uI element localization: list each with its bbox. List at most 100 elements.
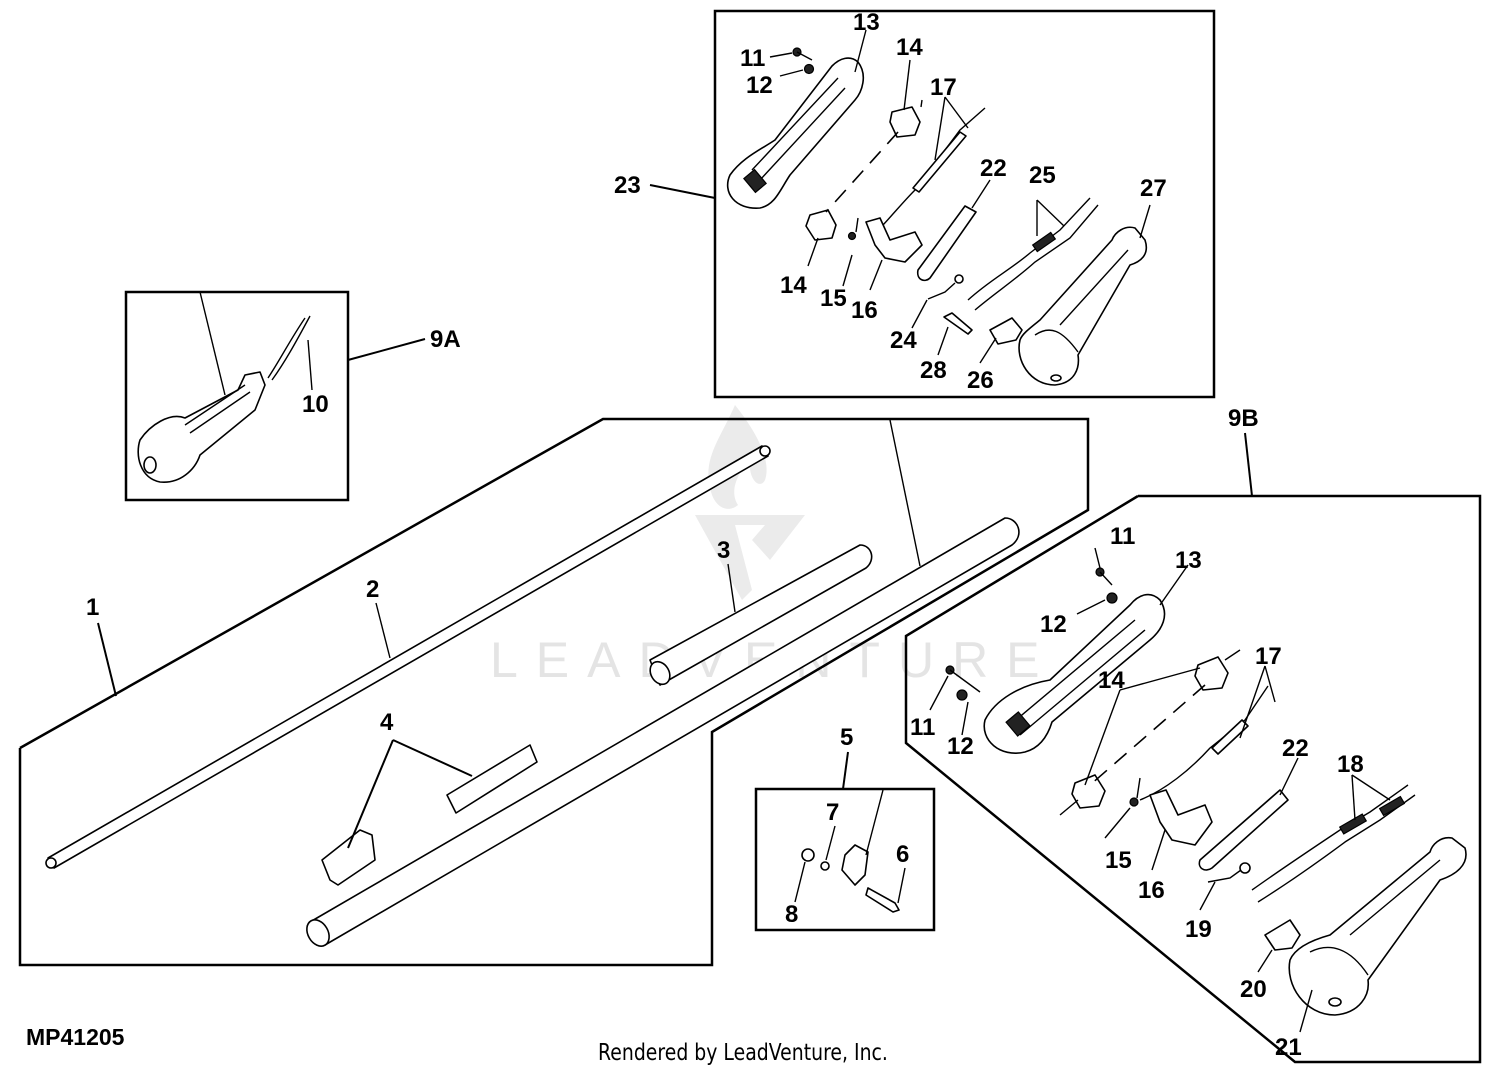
callout-3: 3: [717, 537, 730, 564]
decal-4-lower: [321, 829, 376, 886]
leader-28: [937, 326, 949, 356]
callout-28: 28: [920, 357, 947, 384]
9b-nut-12-top: [1106, 592, 1118, 604]
leader-10: [307, 339, 313, 391]
9b-handle-21-detail: [1309, 859, 1441, 976]
bracket-part: [841, 844, 869, 886]
throttle-lever-16: [865, 217, 923, 263]
leader-main-tube: [889, 419, 921, 567]
9b-screw-11-top-shank: [1099, 571, 1113, 586]
callout-14-upper: 14: [896, 34, 923, 61]
shaft-kit-frame: [18, 417, 1090, 967]
callout-9b: 9B: [1228, 405, 1259, 432]
9b-handle-half-13: [983, 593, 1166, 754]
leader-8: [794, 861, 806, 903]
shaft-kit-group: 1 2 3 4: [18, 417, 1090, 967]
handle-half-27-detail: [1034, 249, 1129, 353]
leader-9b-21: [1299, 989, 1313, 1033]
leader-6: [897, 867, 906, 904]
leader-14-upper: [903, 59, 911, 111]
leader-13: [854, 29, 867, 73]
callout-9b-16: 16: [1138, 877, 1165, 904]
figure-id: MP41205: [26, 1024, 125, 1050]
leader-9b-22: [1279, 757, 1299, 796]
callout-1: 1: [86, 594, 99, 621]
callout-27: 27: [1140, 175, 1167, 202]
watermark-v-icon: [695, 515, 805, 600]
leader-16: [869, 259, 883, 291]
callout-4: 4: [380, 709, 394, 736]
callout-8: 8: [785, 901, 798, 928]
leader-9b-20: [1257, 949, 1273, 973]
callout-9b-19: 19: [1185, 916, 1212, 943]
9b-throttle-cable-17-sheath: [1211, 719, 1249, 755]
handle-27-hole: [1050, 374, 1062, 382]
handle-switch-detail: [743, 168, 767, 194]
leader-4a: [347, 739, 394, 849]
spring-24-wire: [927, 282, 956, 300]
leader-9b-11-left: [929, 675, 949, 711]
main-tube-end: [306, 919, 330, 947]
callout-9b-20: 20: [1240, 976, 1267, 1003]
handle-assembly-group: 23 11 12 13 14 14 17 15: [614, 9, 1216, 399]
callout-17: 17: [930, 74, 957, 101]
leader-9b-19: [1199, 881, 1216, 911]
callout-15: 15: [820, 285, 847, 312]
callout-23: 23: [614, 172, 641, 199]
leader-9b-17a: [1239, 665, 1266, 739]
callout-9b-12-top: 12: [1040, 611, 1067, 638]
leader-9b-11-top: [1094, 547, 1101, 569]
9b-bushing-axis-lower: [1059, 799, 1079, 816]
leader-5: [842, 751, 849, 790]
leader-15: [842, 254, 853, 287]
trigger-22: [916, 205, 977, 282]
screw-11-shank: [796, 51, 813, 61]
9b-spring-19: [1239, 862, 1251, 874]
nut-8: [801, 848, 815, 862]
callout-22: 22: [980, 155, 1007, 182]
leader-17a: [934, 96, 946, 161]
9b-handle-half-21: [1288, 836, 1467, 1016]
9b-stop-switch-20: [1264, 919, 1301, 951]
callout-10: 10: [302, 391, 329, 418]
tube-3: [649, 544, 873, 686]
callout-16: 16: [851, 297, 878, 324]
callout-9b-21: 21: [1275, 1034, 1302, 1061]
handle-half-13-detail: [751, 77, 846, 181]
9b-nut-12-left: [956, 689, 968, 701]
leader-7: [825, 825, 836, 861]
bushing-14-lower: [805, 209, 837, 241]
callout-13: 13: [853, 9, 880, 36]
callout-9b-18: 18: [1337, 751, 1364, 778]
9b-harness-coil-18b: [1378, 795, 1406, 817]
9b-bushing-14-upper: [1194, 656, 1229, 691]
main-tube: [309, 517, 1020, 946]
9b-spring-15: [1129, 797, 1139, 807]
bushing-14-upper: [889, 106, 921, 138]
9b-handle-21-hole: [1328, 997, 1342, 1007]
bracket-kit-group: 5 7 6 8: [754, 724, 936, 932]
spring-15: [847, 231, 857, 241]
leader-9b-13: [1159, 564, 1189, 606]
callout-12: 12: [746, 72, 773, 99]
9b-bushing-axis-upper: [1224, 649, 1241, 661]
handle-9a-detail: [184, 384, 251, 434]
nut-12: [803, 63, 815, 75]
variant-9b-group: 9B 11 12 13 11 12 14 17: [904, 405, 1482, 1064]
callout-5: 5: [840, 724, 853, 751]
callout-9a: 9A: [430, 326, 461, 353]
callout-9b-13: 13: [1175, 547, 1202, 574]
spring-15-wire: [855, 217, 859, 233]
leader-9b-16: [1151, 829, 1166, 871]
callout-9b-22: 22: [1282, 735, 1309, 762]
drive-shaft-2-end: [45, 857, 57, 869]
render-credit: Rendered by LeadVenture, Inc.: [598, 1040, 888, 1066]
drive-shaft-2-tip: [759, 445, 771, 457]
callout-2: 2: [366, 576, 379, 603]
callout-9b-11-left: 11: [910, 714, 935, 741]
9b-wire-harness-18: [1251, 784, 1416, 903]
9b-throttle-cable-17: [1139, 685, 1269, 801]
handle-half-27: [1018, 226, 1148, 386]
wire-harness-25: [967, 197, 1099, 311]
